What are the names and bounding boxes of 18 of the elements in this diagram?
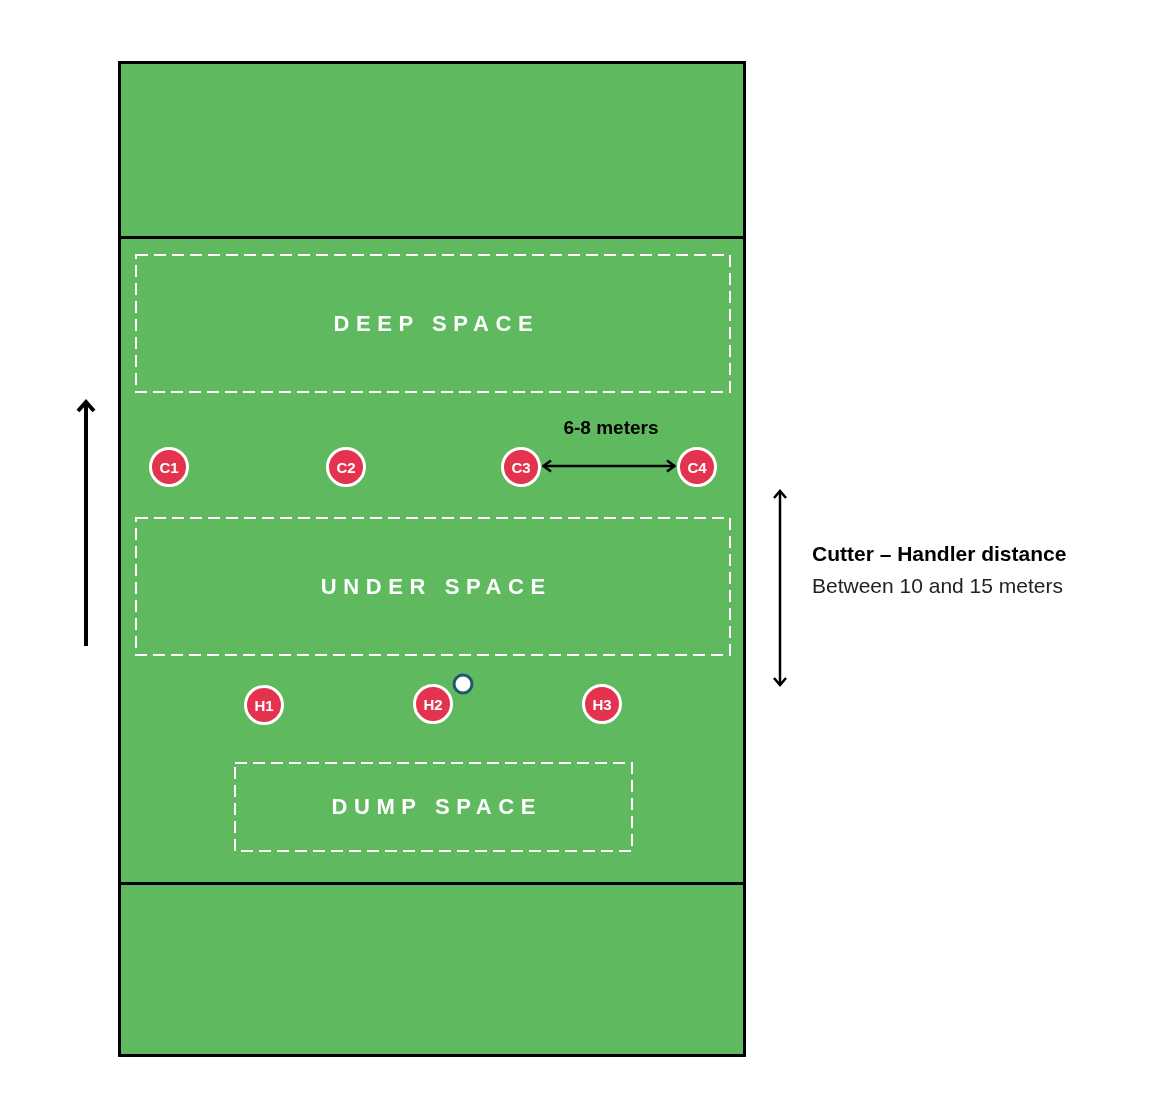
player-marker: C2: [326, 447, 366, 487]
double-arrow: [542, 459, 676, 473]
dashed-zone: [234, 762, 633, 852]
player-marker: C4: [677, 447, 717, 487]
zone-label: UNDER SPACE: [319, 575, 552, 598]
player-marker: H3: [582, 684, 622, 724]
playing-field: [118, 61, 746, 1057]
zone-label: DUMP SPACE: [330, 796, 543, 818]
zone-label: DEEP SPACE: [332, 312, 540, 335]
player-marker: C1: [149, 447, 189, 487]
distance-heading: Cutter – Handler distance: [812, 541, 1067, 567]
dashed-zone: [135, 517, 731, 656]
edge-label: 6-8 meters: [563, 417, 659, 439]
player-marker: C3: [501, 447, 541, 487]
player-marker: H2: [413, 684, 453, 724]
player-marker: H1: [244, 685, 284, 725]
distance-note: Between 10 and 15 meters: [812, 573, 1063, 599]
dashed-zone: [135, 254, 731, 393]
